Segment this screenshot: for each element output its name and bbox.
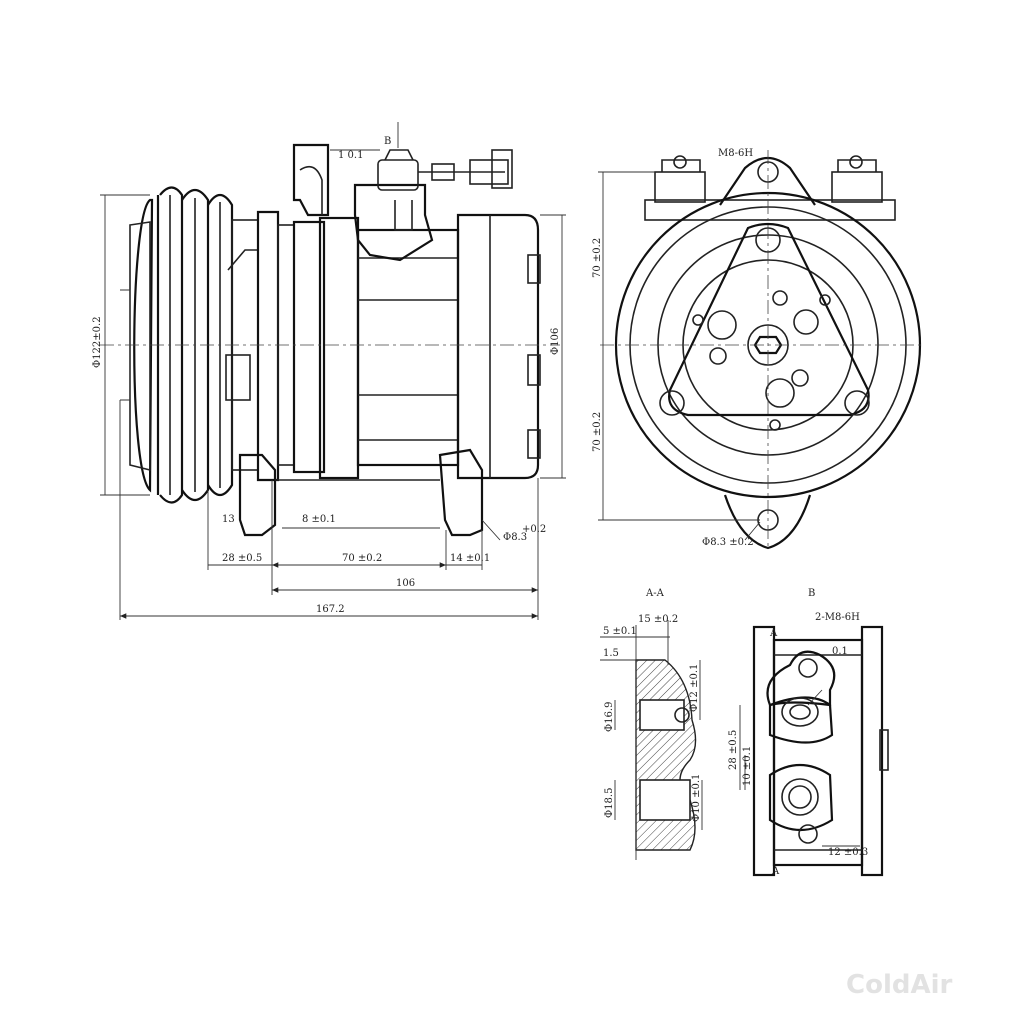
- detail-dim-bottom: 12 ±0.3: [828, 847, 868, 858]
- dim-body-diameter: Φ106: [550, 328, 561, 355]
- dim-28: 28 ±0.5: [222, 553, 262, 564]
- dim-167: 167.2: [316, 604, 345, 615]
- marker-a-bottom: A: [771, 866, 780, 877]
- dim-section-dia-12: Φ12 ±0.1: [689, 664, 700, 712]
- detail-b-view: B A A 2-M8-6H 0.1 28 ±0.5 10 ±0.1 12 ±0.…: [728, 588, 889, 877]
- dim-section-dia-18: Φ18.5: [604, 788, 615, 818]
- front-view-dimensions: M8-6H 70 ±0.2 70 ±0.2 Φ8.3 ±0.2: [592, 148, 761, 548]
- dim-14: 14 ±0.1: [450, 553, 490, 564]
- front-thread: M8-6H: [718, 148, 753, 159]
- dim-mount-hole: Φ8.3 ±0.2: [702, 537, 754, 548]
- dim-section-5: 5 ±0.1: [603, 626, 637, 637]
- dim-ear-hole-tol: +0.2: [522, 524, 546, 535]
- watermark: ColdAir: [846, 970, 953, 1000]
- section-aa-label: A-A: [645, 588, 665, 599]
- dim-8: 8 ±0.1: [302, 514, 336, 525]
- dim-top-tolerance: 1 0.1: [338, 150, 363, 161]
- dim-70-upper: 70 ±0.2: [592, 238, 603, 278]
- dim-ear-hole: Φ8.3: [503, 532, 527, 543]
- dim-106: 106: [396, 578, 415, 589]
- detail-dim-10: 10 ±0.1: [742, 746, 753, 786]
- detail-thread: 2-M8-6H: [815, 612, 860, 623]
- dim-section-1-5: 1.5: [603, 648, 619, 659]
- dim-pulley-diameter: Φ122±0.2: [92, 316, 103, 368]
- side-view-dimensions: Φ122±0.2 Φ106 B 1 0.1 13 8 ±0.1 Φ8.3 +0.…: [92, 122, 566, 620]
- detail-b-label: B: [808, 588, 815, 599]
- side-view: [100, 143, 560, 537]
- detail-dim-28: 28 ±0.5: [728, 730, 739, 770]
- dim-70-lower: 70 ±0.2: [592, 412, 603, 452]
- dim-70: 70 ±0.2: [342, 553, 382, 564]
- detail-tol-right: 0.1: [832, 646, 848, 657]
- marker-a-top: A: [769, 628, 778, 639]
- section-aa-view: A-A 5 ±0.1 15 ±0.2 1.5 Φ16.9 Φ18.5 Φ12 ±…: [600, 588, 703, 860]
- front-view: [600, 150, 925, 550]
- dim-section-dia-16: Φ16.9: [604, 702, 615, 732]
- dim-section-15: 15 ±0.2: [638, 614, 678, 625]
- dim-13: 13: [222, 514, 235, 525]
- view-b-arrow-label: B: [384, 136, 391, 147]
- dim-section-dia-10: Φ10 ±0.1: [691, 774, 702, 822]
